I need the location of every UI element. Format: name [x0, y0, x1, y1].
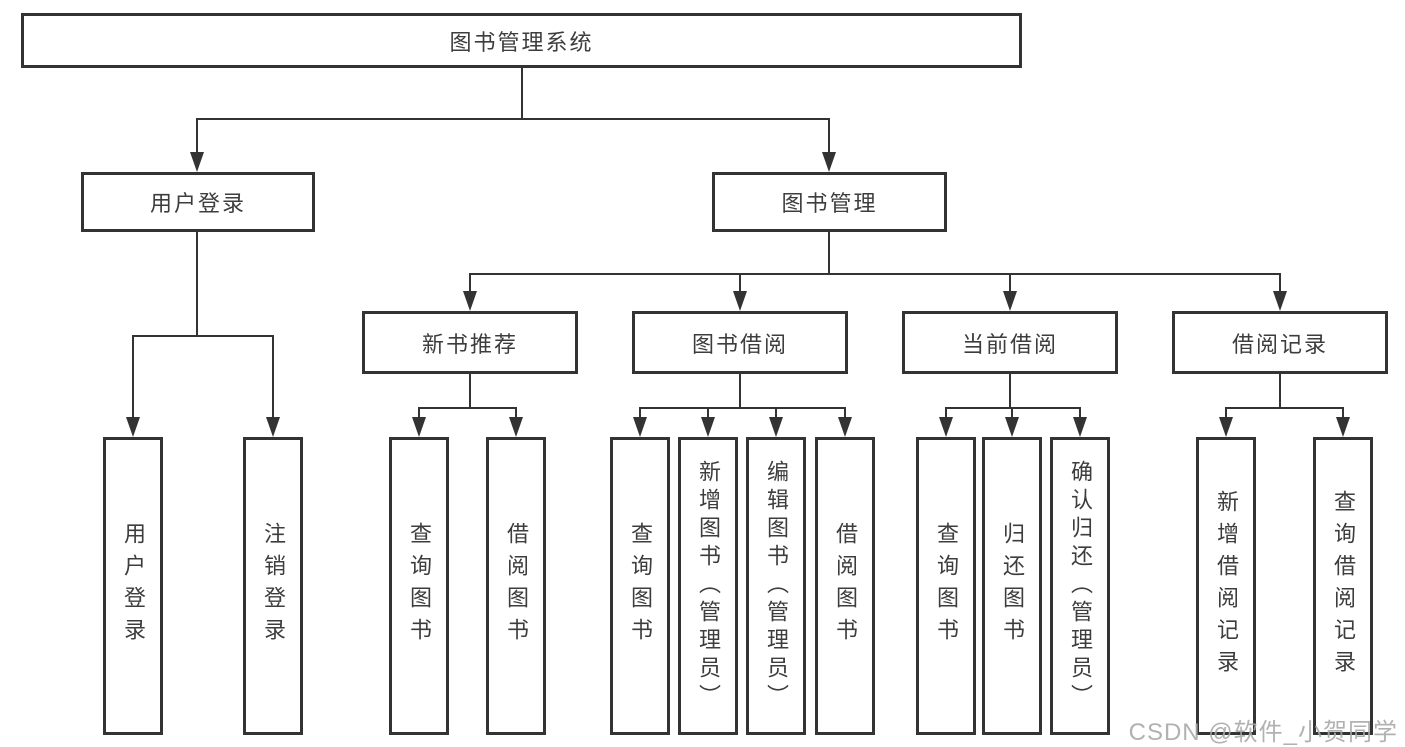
arrowhead-down-icon	[126, 417, 140, 437]
connector-line	[132, 335, 274, 337]
leaf-add-book-admin: 新增图书（管理员）	[678, 437, 738, 735]
leaf-borrow-books-recommend: 借阅图书	[486, 437, 546, 735]
leaf-edit-book-admin: 编辑图书（管理员）	[746, 437, 806, 735]
connector-line	[469, 273, 471, 293]
connector-line	[707, 407, 709, 419]
connector-line	[418, 407, 517, 409]
arrowhead-down-icon	[769, 417, 783, 437]
connector-line	[521, 68, 523, 118]
connector-line	[739, 273, 741, 293]
connector-line	[469, 374, 471, 407]
arrowhead-down-icon	[701, 417, 715, 437]
connector-line	[639, 407, 641, 419]
leaf-query-books-recommend: 查询图书	[389, 437, 449, 735]
connector-line	[1009, 374, 1011, 407]
arrowhead-down-icon	[190, 152, 204, 172]
leaf-query-books-borrowing: 查询图书	[610, 437, 670, 735]
connector-line	[775, 407, 777, 419]
arrowhead-down-icon	[1273, 291, 1287, 311]
node-current-borrowing: 当前借阅	[902, 311, 1118, 374]
node-book-management: 图书管理	[712, 172, 947, 232]
arrowhead-down-icon	[412, 417, 426, 437]
node-book-borrowing: 图书借阅	[632, 311, 848, 374]
arrowhead-down-icon	[266, 417, 280, 437]
arrowhead-down-icon	[1003, 291, 1017, 311]
arrowhead-down-icon	[822, 152, 836, 172]
connector-line	[1011, 407, 1013, 419]
connector-line	[1342, 407, 1344, 419]
node-user-login: 用户登录	[81, 172, 315, 232]
connector-line	[945, 407, 1081, 409]
arrowhead-down-icon	[633, 417, 647, 437]
leaf-confirm-return-admin: 确认归还（管理员）	[1050, 437, 1110, 735]
arrowhead-down-icon	[509, 417, 523, 437]
leaf-query-borrow-record: 查询借阅记录	[1313, 437, 1373, 735]
arrowhead-down-icon	[1219, 417, 1233, 437]
connector-line	[196, 232, 198, 335]
node-new-book-recommendation: 新书推荐	[362, 311, 578, 374]
connector-line	[739, 374, 741, 407]
node-borrowing-records: 借阅记录	[1172, 311, 1388, 374]
arrowhead-down-icon	[733, 291, 747, 311]
connector-line	[132, 335, 134, 419]
connector-line	[469, 273, 1281, 275]
connector-line	[1279, 374, 1281, 407]
arrowhead-down-icon	[1336, 417, 1350, 437]
leaf-return-books: 归还图书	[982, 437, 1042, 735]
leaf-user-login: 用户登录	[103, 437, 163, 735]
leaf-borrow-books: 借阅图书	[815, 437, 875, 735]
connector-line	[945, 407, 947, 419]
connector-line	[1225, 407, 1344, 409]
connector-line	[639, 407, 846, 409]
connector-line	[828, 118, 830, 154]
connector-line	[1279, 273, 1281, 293]
leaf-add-borrow-record: 新增借阅记录	[1196, 437, 1256, 735]
arrowhead-down-icon	[939, 417, 953, 437]
connector-line	[1009, 273, 1011, 293]
connector-line	[844, 407, 846, 419]
connector-line	[828, 232, 830, 273]
connector-line	[196, 118, 830, 120]
arrowhead-down-icon	[838, 417, 852, 437]
leaf-query-books-current: 查询图书	[916, 437, 976, 735]
arrowhead-down-icon	[1005, 417, 1019, 437]
arrowhead-down-icon	[463, 291, 477, 311]
leaf-logout: 注销登录	[243, 437, 303, 735]
connector-line	[1079, 407, 1081, 419]
connector-line	[418, 407, 420, 419]
connector-line	[272, 335, 274, 419]
arrowhead-down-icon	[1073, 417, 1087, 437]
connector-line	[196, 118, 198, 154]
watermark: CSDN @软件_小贺同学	[1128, 719, 1398, 746]
node-library-management-system: 图书管理系统	[21, 13, 1022, 68]
connector-line	[515, 407, 517, 419]
connector-line	[1225, 407, 1227, 419]
